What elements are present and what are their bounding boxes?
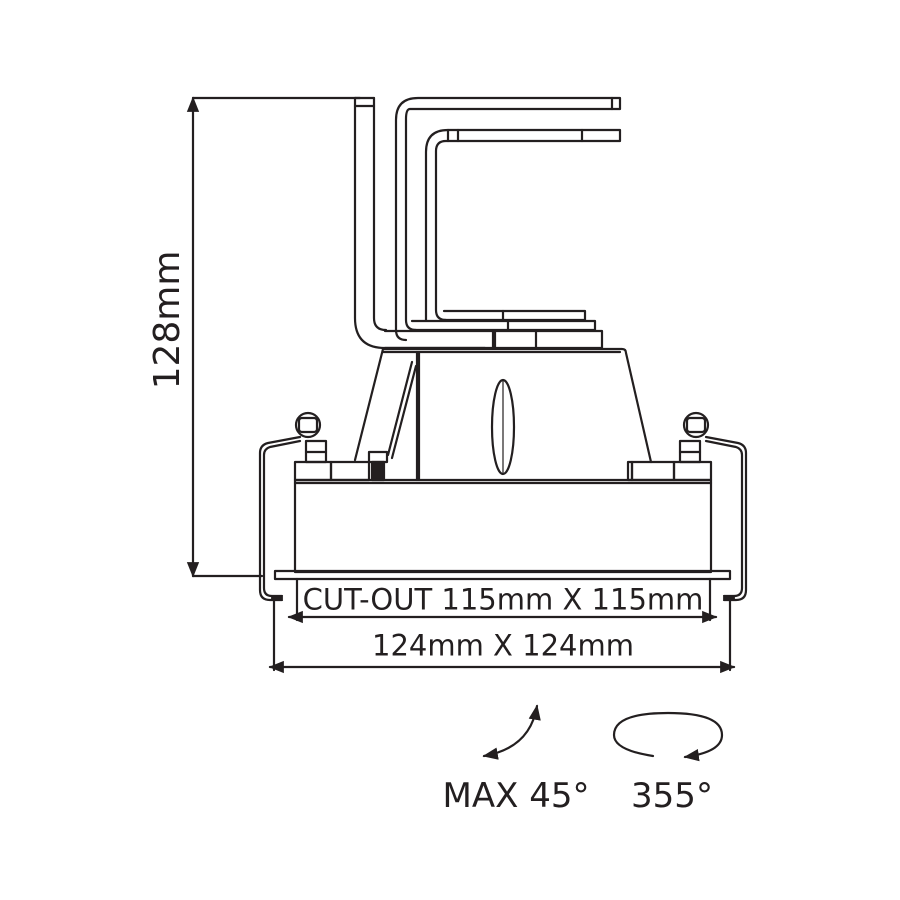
outer-dimension-line <box>268 598 736 674</box>
mounting-bracket <box>353 96 622 350</box>
fixture-housing <box>353 347 653 482</box>
fixture-body <box>273 460 732 581</box>
left-spring-clip <box>258 411 328 602</box>
rotation-arrow-icon <box>612 711 724 762</box>
outer-dimension-label: 124mm X 124mm <box>371 628 635 663</box>
rotation-angle-label: 355° <box>631 776 713 816</box>
height-dimension-line <box>186 96 362 578</box>
tilt-angle-label: MAX 45° <box>442 776 590 816</box>
cutout-dimension-line <box>287 577 718 624</box>
cutout-dimension-label: CUT-OUT 115mm X 115mm <box>302 582 704 617</box>
height-dimension-label: 128mm <box>147 250 188 390</box>
curved-arrow-icon <box>482 704 541 760</box>
right-spring-clip <box>678 411 748 602</box>
adjustment-screw <box>367 450 389 482</box>
